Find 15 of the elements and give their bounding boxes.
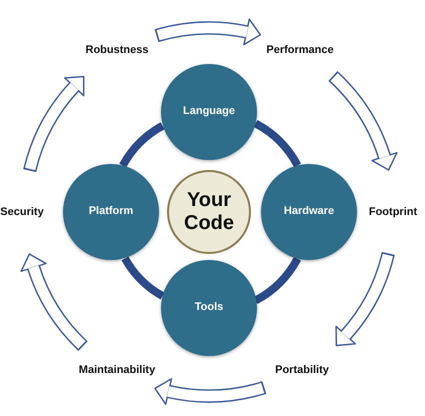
- quality-label: Performance: [266, 44, 334, 56]
- circle-label: Your Code: [183, 189, 235, 235]
- circle-label: Platform: [88, 205, 134, 219]
- connector-arc: [122, 256, 165, 300]
- connector-arc: [254, 120, 301, 168]
- connector-arc: [119, 122, 165, 168]
- quality-label: Portability: [275, 364, 329, 376]
- quality-label: Security: [0, 206, 44, 218]
- circle-label: Language: [183, 105, 235, 119]
- connector-arc: [254, 256, 301, 304]
- quality-label: Robustness: [86, 44, 148, 56]
- circle-label: Hardware: [284, 205, 334, 219]
- circle-label: Tools: [194, 301, 224, 315]
- quality-label: Footprint: [368, 206, 418, 218]
- quality-label: Maintainability: [78, 364, 156, 376]
